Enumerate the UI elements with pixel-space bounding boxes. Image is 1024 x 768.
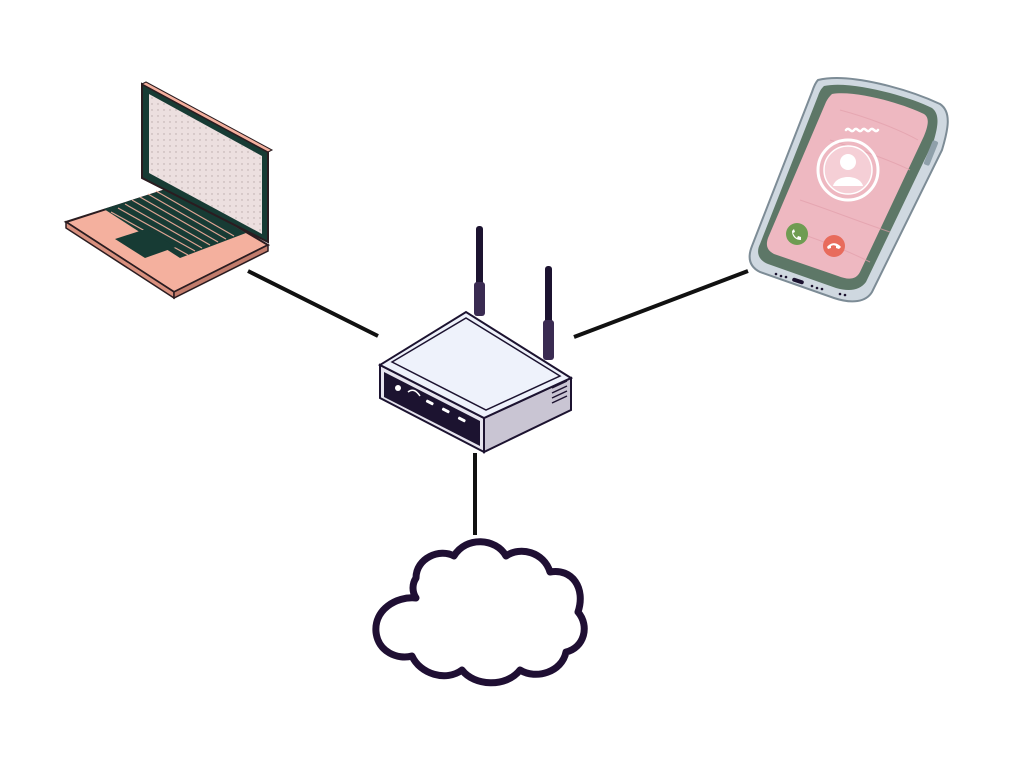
cloud-icon: [372, 538, 588, 687]
edge-phone-router: [573, 269, 749, 339]
edge-laptop-router: [247, 269, 379, 338]
laptop-icon: [63, 81, 274, 300]
decline-call-icon: [823, 235, 845, 257]
wifi-router-icon: [377, 226, 574, 454]
accept-call-icon: [786, 223, 808, 245]
smartphone-icon: [748, 77, 949, 303]
